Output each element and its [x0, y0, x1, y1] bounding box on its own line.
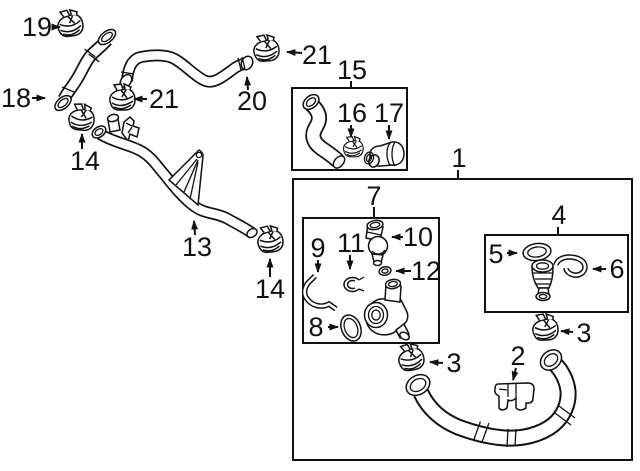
callout-2: 2	[510, 341, 526, 381]
callout-17-label: 17	[374, 98, 404, 128]
spring-clamp-21b-icon	[109, 83, 136, 111]
callout-21a: 21	[286, 40, 332, 70]
callout-9-label: 9	[310, 233, 325, 263]
callout-13: 13	[182, 220, 212, 262]
callout-3a-label: 3	[576, 318, 591, 348]
callout-7: 7	[366, 181, 382, 217]
callout-11-label: 11	[337, 228, 365, 258]
callout-11: 11	[337, 228, 365, 270]
callout-14b-label: 14	[255, 274, 285, 304]
callout-21b: 21	[133, 84, 179, 114]
spring-clamp-14b-icon	[255, 223, 285, 254]
kit-15-hose	[302, 93, 346, 169]
hose-13	[91, 113, 258, 239]
hose-18	[54, 28, 117, 112]
callout-17: 17	[374, 98, 404, 140]
callout-14a: 14	[70, 133, 100, 176]
callout-3b-label: 3	[446, 348, 461, 378]
callout-12-label: 12	[411, 256, 441, 286]
spring-clamp-21a-icon	[252, 33, 281, 63]
o-ring-12	[378, 265, 392, 277]
callout-16: 16	[337, 98, 367, 138]
vent-hose-6	[553, 254, 588, 278]
callout-20-label: 20	[237, 86, 267, 116]
callout-5: 5	[488, 239, 518, 269]
retaining-hook-9	[301, 274, 338, 312]
callout-13-label: 13	[182, 232, 212, 262]
temperature-sensor-10	[365, 219, 389, 267]
callout-7-label: 7	[366, 181, 381, 211]
kit-box-4	[484, 234, 629, 313]
callout-6-label: 6	[609, 254, 624, 284]
callout-8-label: 8	[308, 312, 323, 342]
callout-14a-label: 14	[70, 146, 100, 176]
callout-15: 15	[337, 55, 367, 88]
callout-4: 4	[551, 200, 567, 235]
o-ring-8	[340, 314, 362, 342]
callout-19-label: 19	[22, 12, 52, 42]
callout-20: 20	[237, 76, 267, 116]
thermostat-housing	[363, 278, 411, 341]
callout-9: 9	[310, 233, 326, 273]
callout-2-label: 2	[510, 341, 525, 371]
retaining-clip-11	[343, 276, 365, 293]
callout-5-label: 5	[488, 239, 503, 269]
elbow-connector-17	[363, 141, 405, 168]
spring-clamp-14a-icon	[67, 102, 97, 133]
callout-15-label: 15	[337, 55, 367, 85]
callout-1: 1	[451, 143, 467, 179]
callout-1-label: 1	[451, 143, 466, 173]
callout-3b: 3	[429, 348, 462, 378]
callout-12: 12	[395, 256, 441, 286]
callout-18-label: 18	[1, 83, 31, 113]
hose-20	[119, 49, 254, 89]
callout-21b-label: 21	[149, 84, 179, 114]
callout-16-label: 16	[337, 98, 367, 128]
callout-4-label: 4	[551, 200, 566, 230]
bleeder-valve	[531, 259, 554, 302]
hose-bracket	[167, 149, 204, 207]
callout-21a-label: 21	[302, 40, 332, 70]
lower-hose	[405, 349, 577, 448]
callout-19: 19	[22, 12, 61, 42]
callout-14b: 14	[255, 258, 285, 304]
hose-clip-2	[494, 382, 535, 411]
callout-8: 8	[308, 312, 339, 342]
spring-clamp-19-icon	[55, 7, 86, 39]
callout-10: 10	[391, 222, 433, 252]
callout-18: 18	[1, 83, 46, 113]
callout-3a: 3	[560, 318, 592, 348]
callout-6: 6	[592, 254, 625, 284]
callout-10-label: 10	[403, 222, 433, 252]
